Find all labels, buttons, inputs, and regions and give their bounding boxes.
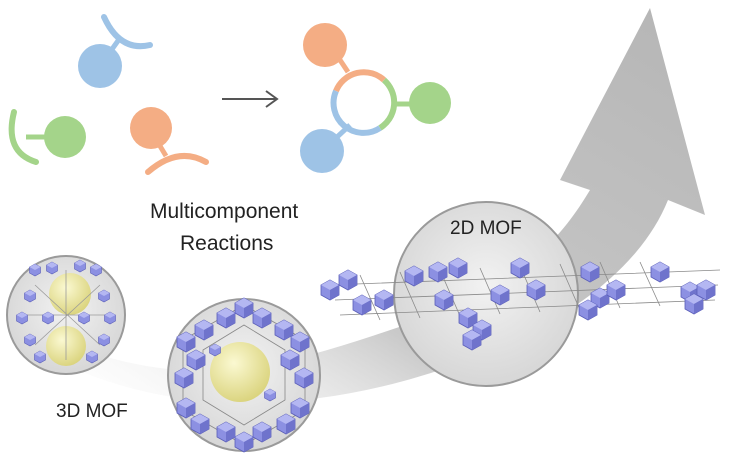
- product-icon: [300, 23, 451, 173]
- reactant-orange-icon: [130, 107, 209, 175]
- mof-2d-layer: [320, 257, 721, 351]
- reaction-title-line2: Reactions: [180, 232, 274, 255]
- reactant-green-icon: [8, 109, 86, 165]
- mof-3d-large-circle: [167, 297, 321, 453]
- reactant-blue-icon: [78, 14, 153, 88]
- mof-2d-label: 2D MOF: [450, 218, 522, 239]
- right-arrow-icon: [222, 90, 279, 108]
- reaction-title-line1: Multicomponent: [150, 200, 299, 223]
- mof-3d-small-circle: [6, 255, 126, 375]
- mof-3d-label: 3D MOF: [56, 401, 128, 422]
